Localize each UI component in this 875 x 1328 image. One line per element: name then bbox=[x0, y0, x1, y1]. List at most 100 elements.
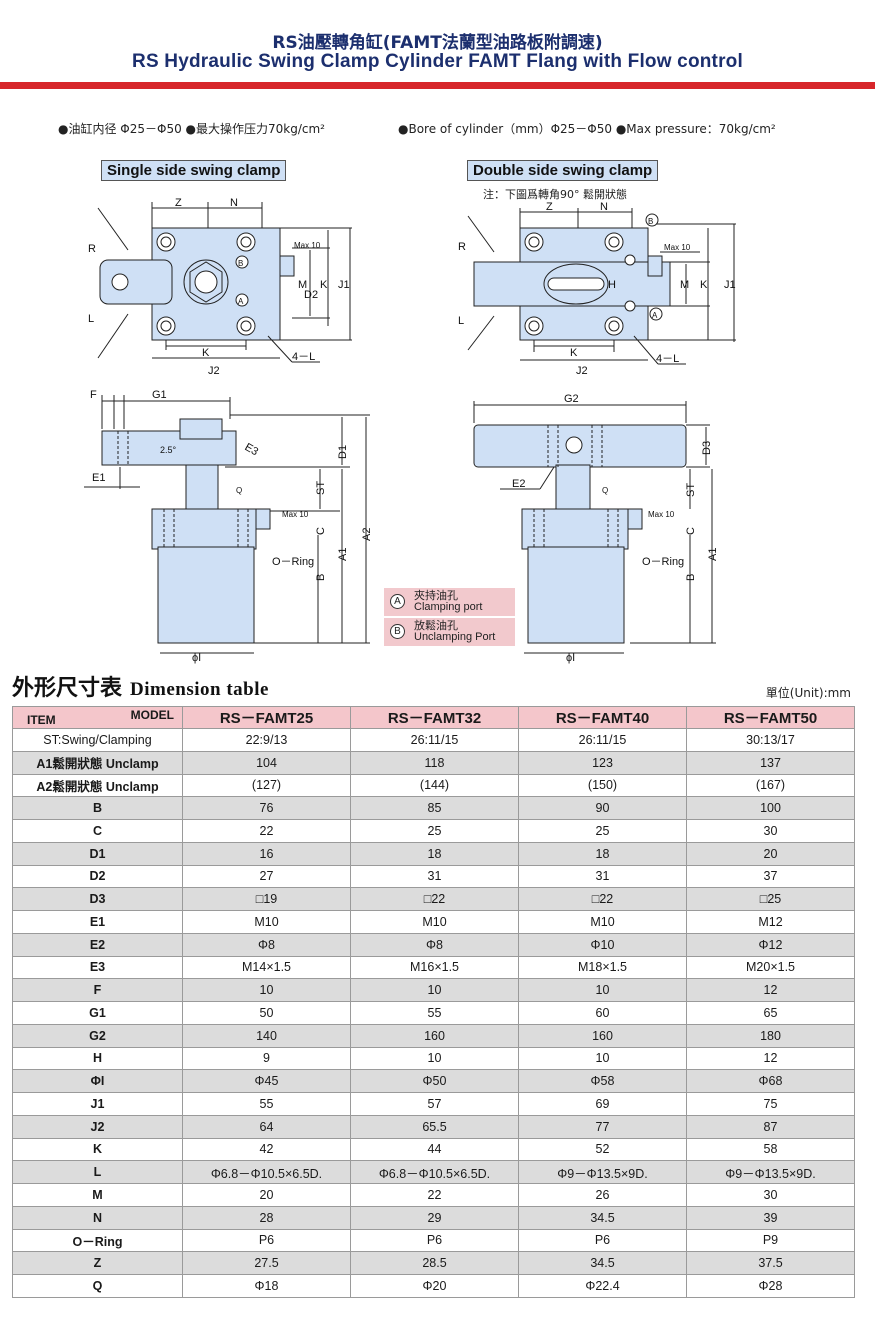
table-cell: 10 bbox=[518, 1046, 687, 1071]
spec-zh: ●油缸内径 Φ25－Φ50 ●最大操作压力70kg/cm² bbox=[58, 122, 325, 136]
table-cell: 160 bbox=[518, 1023, 687, 1048]
corner-model: MODEL bbox=[130, 708, 174, 722]
port-b-icon: B bbox=[390, 624, 405, 639]
dim-k-2: K bbox=[570, 347, 578, 359]
dim-r-2: R bbox=[458, 241, 466, 253]
table-cell: 34.5 bbox=[518, 1205, 687, 1230]
dim-l-2: L bbox=[458, 315, 464, 327]
table-cell: □25 bbox=[686, 887, 855, 911]
single-swing-label: Single side swing clamp bbox=[101, 160, 287, 181]
table-cell: 25 bbox=[350, 819, 519, 843]
dim-d3: D3 bbox=[701, 441, 713, 455]
table-cell: 104 bbox=[182, 750, 351, 775]
table-cell: M20×1.5 bbox=[686, 955, 855, 980]
dim-g2: G2 bbox=[564, 393, 579, 405]
legend-b-en: Unclamping Port bbox=[414, 631, 496, 643]
dim-j2-2: J2 bbox=[576, 365, 588, 377]
table-cell: Φ6.8－Φ10.5×6.5D. bbox=[350, 1160, 519, 1184]
table-cell: (167) bbox=[686, 773, 855, 798]
table-cell: 55 bbox=[350, 1001, 519, 1025]
table-cell: 20 bbox=[686, 841, 855, 866]
legend-clamping-port: A 夾持油孔 Clamping port bbox=[384, 588, 515, 616]
row-item: C bbox=[12, 819, 183, 843]
table-cell: 69 bbox=[518, 1092, 687, 1116]
port-b-mark-2: B bbox=[648, 217, 653, 226]
table-cell: 118 bbox=[350, 750, 519, 775]
table-corner: MODEL ITEM bbox=[12, 706, 183, 729]
table-cell: M10 bbox=[518, 910, 687, 934]
table-cell: 37 bbox=[686, 864, 855, 889]
dim-e2: E2 bbox=[512, 478, 525, 490]
dim-m: M bbox=[298, 279, 307, 291]
dim-z: Z bbox=[175, 197, 182, 209]
table-cell: 10 bbox=[350, 1046, 519, 1071]
dim-oring-2: O－Ring bbox=[642, 556, 684, 568]
table-cell: 22:9/13 bbox=[182, 728, 351, 752]
table-cell: 65.5 bbox=[350, 1114, 519, 1139]
table-cell: 140 bbox=[182, 1023, 351, 1048]
dim-c-2: C bbox=[685, 527, 697, 535]
dim-angle: 2.5° bbox=[160, 445, 177, 455]
table-cell: 26:11/15 bbox=[518, 728, 687, 752]
table-cell: 27.5 bbox=[182, 1251, 351, 1275]
dim-z-2: Z bbox=[546, 201, 553, 213]
row-item: A1鬆開狀態 Unclamp bbox=[12, 750, 183, 775]
table-cell: Φ45 bbox=[182, 1069, 351, 1093]
row-item: Z bbox=[12, 1251, 183, 1275]
single-side-view: G1 F 2.5° E3 E1 Q Max 10 O－Ring ϕI D1 ST… bbox=[84, 389, 373, 664]
dim-k-side-2: K bbox=[700, 279, 708, 291]
row-item: J1 bbox=[12, 1092, 183, 1116]
row-item: ST:Swing/Clamping bbox=[12, 728, 183, 752]
dim-m-2: M bbox=[680, 279, 689, 291]
table-cell: M14×1.5 bbox=[182, 955, 351, 980]
row-item: E1 bbox=[12, 910, 183, 934]
col-header: RS－FAMT32 bbox=[350, 706, 519, 729]
dim-phi-i-2: ϕI bbox=[566, 652, 575, 664]
table-cell: 90 bbox=[518, 796, 687, 820]
table-cell: P6 bbox=[350, 1228, 519, 1253]
table-cell: 22 bbox=[182, 819, 351, 843]
single-top-view: Z N B A Max 10 M D2 K J1 K J2 R L 4－L bbox=[88, 197, 352, 377]
dim-max10-3: Max 10 bbox=[282, 510, 309, 519]
table-cell: 28 bbox=[182, 1205, 351, 1230]
table-cell: 25 bbox=[518, 819, 687, 843]
table-cell: 75 bbox=[686, 1092, 855, 1116]
table-cell: 20 bbox=[182, 1183, 351, 1207]
title-divider bbox=[0, 82, 875, 89]
dim-a1: A1 bbox=[337, 548, 349, 561]
col-header: RS－FAMT40 bbox=[518, 706, 687, 729]
table-title-zh: 外形尺寸表 bbox=[12, 675, 123, 701]
table-cell: 31 bbox=[350, 864, 519, 889]
table-cell: 42 bbox=[182, 1137, 351, 1162]
legend-unclamping-port: B 放鬆油孔 Unclamping Port bbox=[384, 618, 515, 646]
legend-a-zh: 夾持油孔 bbox=[414, 590, 458, 602]
table-cell: 60 bbox=[518, 1001, 687, 1025]
dim-4l: 4－L bbox=[292, 351, 315, 363]
row-item: M bbox=[12, 1183, 183, 1207]
table-cell: Φ68 bbox=[686, 1069, 855, 1093]
table-cell: (150) bbox=[518, 773, 687, 798]
dim-oring: O－Ring bbox=[272, 556, 314, 568]
table-cell: 52 bbox=[518, 1137, 687, 1162]
table-cell: Φ22.4 bbox=[518, 1274, 687, 1298]
row-item: H bbox=[12, 1046, 183, 1071]
table-cell: 58 bbox=[686, 1137, 855, 1162]
dim-k-side: K bbox=[320, 279, 328, 291]
table-cell: M10 bbox=[182, 910, 351, 934]
dim-g1: G1 bbox=[152, 389, 167, 401]
table-cell: Φ9－Φ13.5×9D. bbox=[518, 1160, 687, 1184]
table-cell: 180 bbox=[686, 1023, 855, 1048]
table-row: D3□19□22□22□25 bbox=[12, 887, 855, 911]
col-header: RS－FAMT25 bbox=[182, 706, 351, 729]
table-cell: M10 bbox=[350, 910, 519, 934]
